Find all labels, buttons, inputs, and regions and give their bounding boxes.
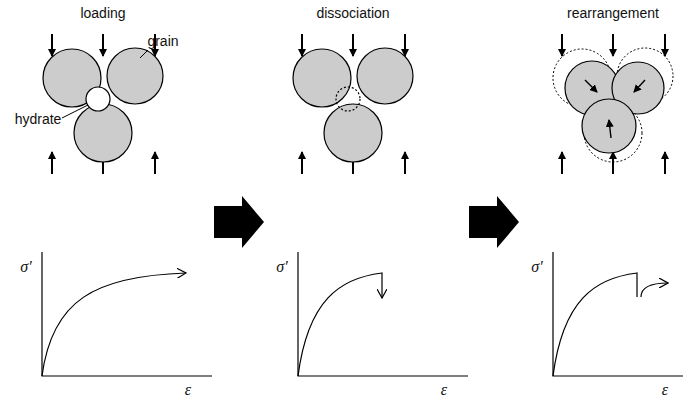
axis-label: ε bbox=[441, 381, 447, 399]
title-text: loading bbox=[80, 6, 125, 21]
load-arrows bbox=[52, 34, 665, 174]
title-text: dissociation bbox=[316, 6, 389, 21]
grains-dissociation bbox=[293, 48, 413, 162]
axis-label: ε bbox=[662, 381, 668, 399]
block-arrows bbox=[214, 196, 519, 248]
axis-label: σ′ bbox=[531, 258, 542, 276]
stress-strain-charts bbox=[42, 252, 683, 376]
part-label: hydrate bbox=[15, 112, 62, 127]
axis-label: σ′ bbox=[276, 258, 287, 276]
part-label: grain bbox=[147, 34, 178, 49]
title-text: rearrangement bbox=[567, 6, 659, 21]
grains-rearrangement bbox=[553, 48, 673, 162]
grains-loading bbox=[43, 48, 163, 162]
axis-label: σ′ bbox=[20, 258, 31, 276]
axis-label: ε bbox=[185, 381, 191, 399]
